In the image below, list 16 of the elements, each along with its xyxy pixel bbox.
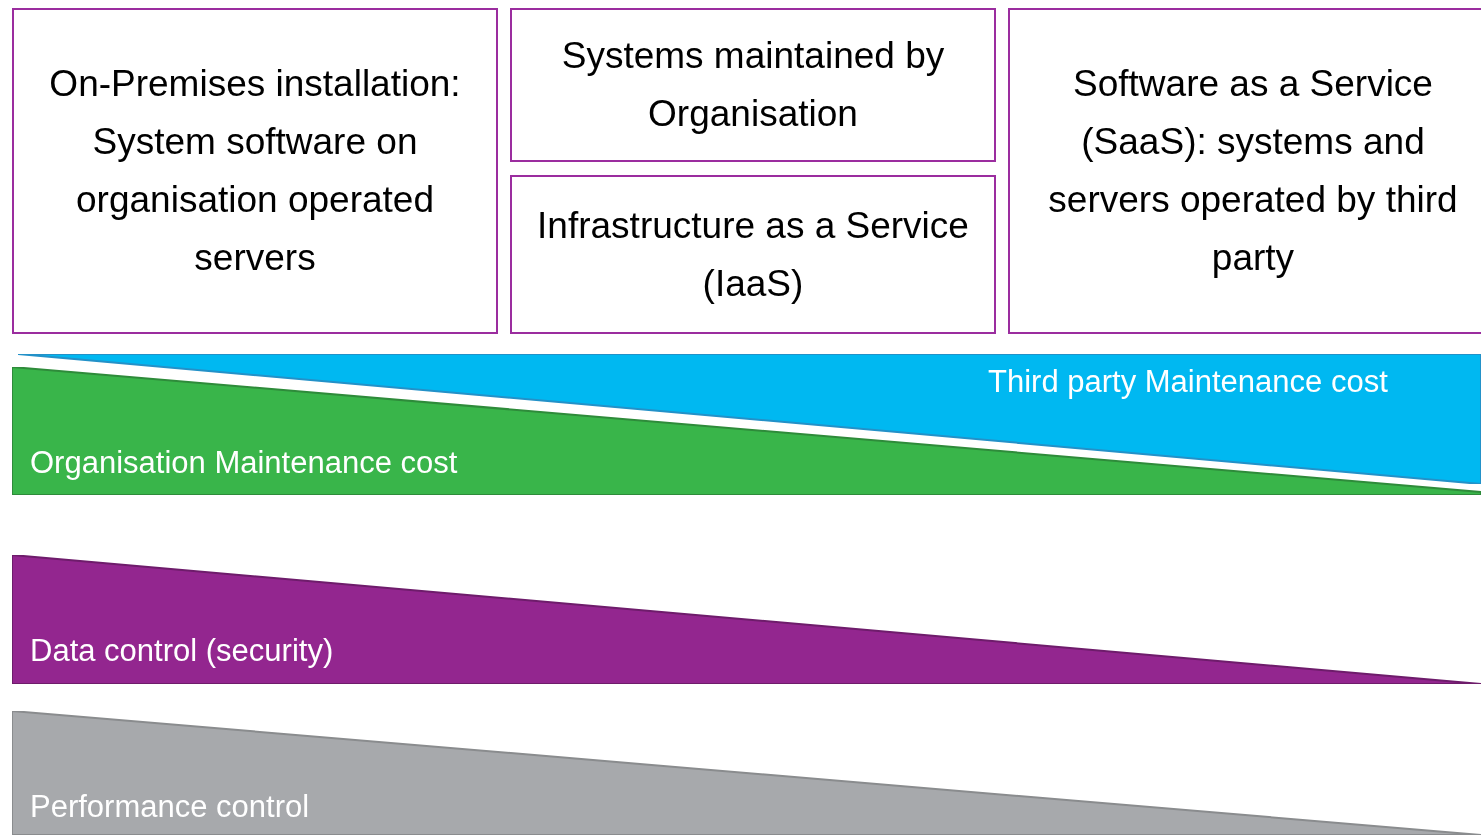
tapering-band <box>12 555 1481 684</box>
deployment-box <box>510 8 996 162</box>
deployment-box <box>12 8 498 334</box>
tapering-band <box>12 367 1481 495</box>
box-label: Systems maintained by Organisation <box>560 34 946 136</box>
box-label: On-Premises installation: System software on organisation operated servers <box>48 62 462 280</box>
box-label: Infrastructure as a Service (IaaS) <box>536 203 970 306</box>
tapering-band <box>18 354 1481 484</box>
band-label: Third party Maintenance cost <box>988 364 1388 400</box>
deployment-box <box>510 175 996 334</box>
band-label: Data control (security) <box>30 633 334 669</box>
box-label: Software as a Service (SaaS): systems and servers operated by third party <box>1047 62 1459 280</box>
band-label: Organisation Maintenance cost <box>30 445 458 481</box>
tapering-band <box>12 711 1481 835</box>
band-label: Performance control <box>30 789 310 825</box>
deployment-box <box>1008 8 1481 334</box>
